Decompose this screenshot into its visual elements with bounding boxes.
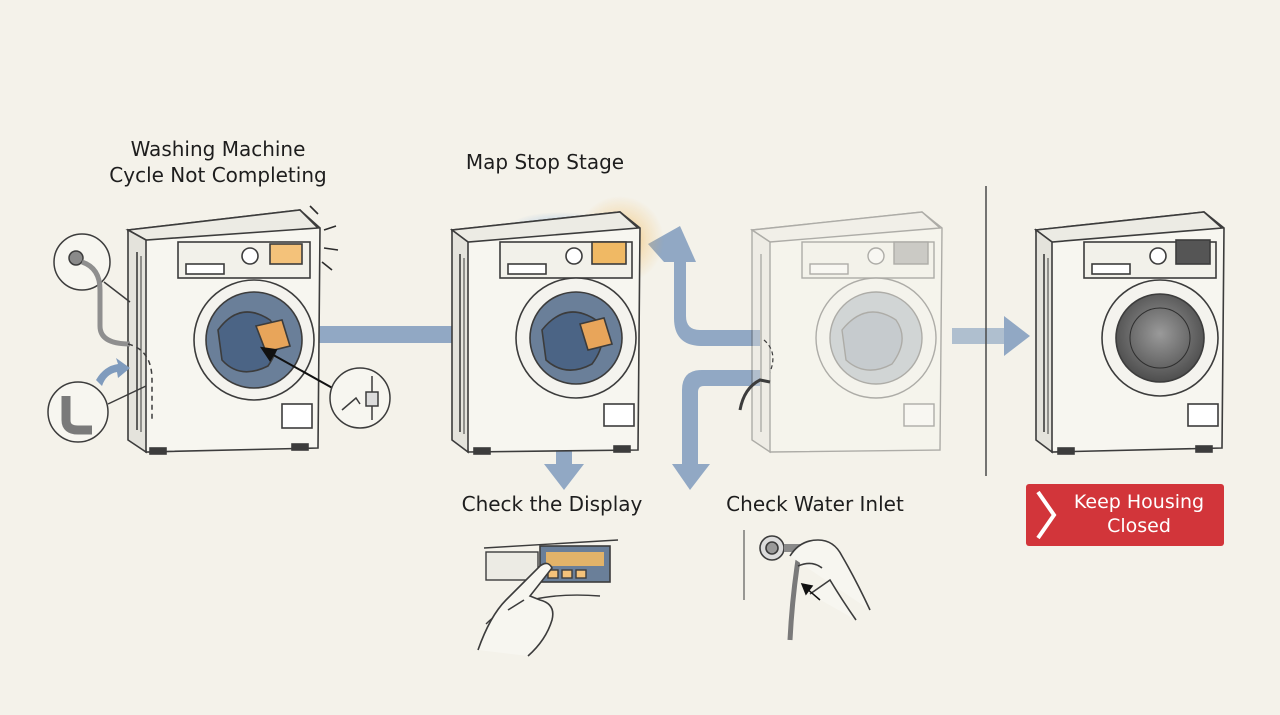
check-display-label: Check the Display bbox=[432, 491, 672, 517]
badge-line-1: Keep Housing bbox=[1073, 491, 1205, 513]
up-left-arrow-icon bbox=[648, 226, 760, 346]
right-arrow-icon bbox=[952, 316, 1030, 356]
display-panel-icon bbox=[483, 539, 619, 625]
map-stop-stage-label: Map Stop Stage bbox=[430, 149, 660, 175]
washing-machine-icon bbox=[125, 209, 321, 455]
washing-machine-icon bbox=[749, 211, 943, 454]
inlet-hose-line bbox=[738, 378, 771, 411]
check-display-text: Check the Display bbox=[461, 492, 643, 516]
check-water-inlet-text: Check Water Inlet bbox=[726, 492, 904, 516]
title-line-1: Washing Machine bbox=[130, 137, 306, 161]
page-title: Washing Machine Cycle Not Completing bbox=[88, 136, 348, 188]
map-stop-stage-text: Map Stop Stage bbox=[465, 150, 625, 174]
badge-line-2: Closed bbox=[1107, 515, 1171, 537]
washing-machine-icon bbox=[449, 211, 641, 455]
pipe-inset-icon bbox=[47, 381, 147, 443]
dashed-inlet-line bbox=[763, 339, 774, 373]
dashed-hose-line bbox=[127, 343, 153, 420]
hose-inset-icon bbox=[53, 233, 131, 347]
hand-icon bbox=[477, 562, 554, 657]
faucet-icon bbox=[743, 530, 806, 641]
title-line-2: Cycle Not Completing bbox=[109, 163, 327, 187]
curved-arrow-icon bbox=[96, 358, 130, 386]
chevron-icon bbox=[1036, 490, 1057, 540]
small-arrow-icon bbox=[800, 582, 821, 601]
keep-housing-closed-badge: Keep Housing Closed bbox=[1026, 484, 1224, 546]
alert-rays-icon bbox=[309, 205, 339, 271]
connector-bar bbox=[318, 326, 458, 343]
door-latch-inset-icon bbox=[329, 367, 391, 429]
pointer-arrow-icon bbox=[259, 346, 337, 391]
washing-machine-icon bbox=[1033, 211, 1225, 455]
hand-icon bbox=[789, 539, 871, 621]
down-arrow-inlet-icon bbox=[672, 370, 760, 490]
check-water-inlet-label: Check Water Inlet bbox=[700, 491, 930, 517]
